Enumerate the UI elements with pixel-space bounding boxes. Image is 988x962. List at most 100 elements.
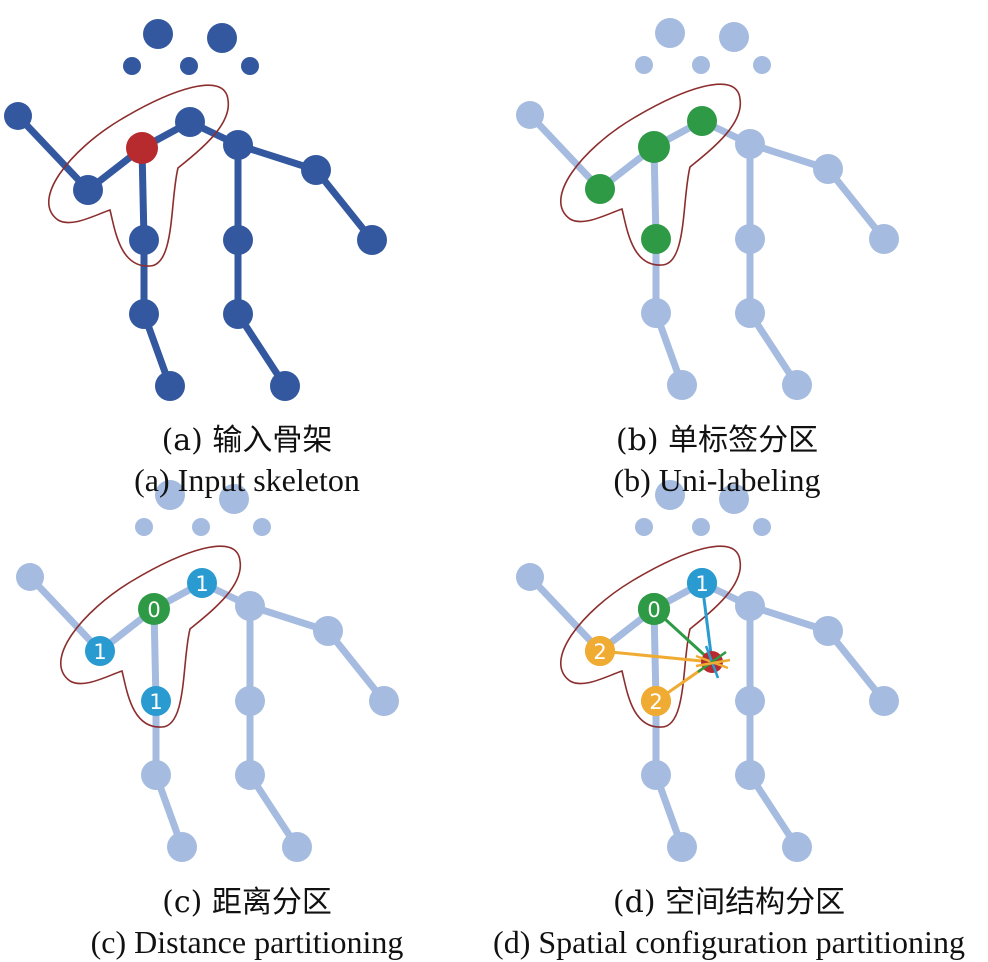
joint-spine <box>641 224 671 254</box>
joint-head2 <box>719 22 749 52</box>
joint-footR <box>270 371 300 401</box>
joint-lhand <box>516 101 544 129</box>
joint-label-spine: 1 <box>149 690 162 714</box>
joint-head2 <box>719 484 749 514</box>
joint-top-label-shoulder: 1 <box>695 572 708 596</box>
caption-d-zh: (d) 空间结构分区 <box>612 885 846 920</box>
joint-head5 <box>241 57 259 75</box>
joint-head4 <box>180 57 198 75</box>
joint-lhand <box>16 563 44 591</box>
joint-hipL <box>129 299 159 329</box>
joint-head1 <box>155 480 185 510</box>
joint-head3 <box>635 56 653 74</box>
joint-label-lelbow: 1 <box>93 640 106 664</box>
joint-top-shoulder <box>687 568 717 598</box>
caption-c-zh: (c) 距离分区 <box>162 885 332 920</box>
caption-a: (a) 输入骨架 (a) Input skeleton <box>0 426 494 498</box>
panel-d-spatial-configuration: 01220122 <box>516 480 899 862</box>
joint-shoulder <box>187 568 217 598</box>
joint-lhand <box>4 102 32 130</box>
bone-lhand-lelbow <box>14 112 92 194</box>
joint-head1 <box>655 480 685 510</box>
gravity-link-lelbow <box>599 649 713 664</box>
panel-b-uni-labeling <box>516 18 899 400</box>
caption-c-en: (c) Distance partitioning <box>90 924 404 960</box>
joint-footL <box>155 371 185 401</box>
bone-lhand-lelbow <box>526 573 604 655</box>
joint-relbow <box>813 616 843 646</box>
joint-head4 <box>692 56 710 74</box>
joint-head5 <box>753 518 771 536</box>
joint-lelbow <box>585 174 615 204</box>
joint-shoulder <box>687 106 717 136</box>
joint-lhand <box>516 563 544 591</box>
panel-a-input-skeleton <box>4 19 387 401</box>
joint-footL <box>667 370 697 400</box>
joint-torso2 <box>235 686 265 716</box>
neighborhood-outline <box>47 84 229 267</box>
joint-root <box>638 131 670 163</box>
joint-neck <box>223 130 253 160</box>
joint-head1 <box>143 19 173 49</box>
joint-root <box>138 593 170 625</box>
joint-head4 <box>192 518 210 536</box>
joint-footR <box>282 832 312 862</box>
joint-head2 <box>207 23 237 53</box>
joint-rhand <box>869 224 899 254</box>
joint-torso2 <box>223 225 253 255</box>
caption-a-en: (a) Input skeleton <box>134 462 360 498</box>
caption-d: (d) 空间结构分区 (d) Spatial configuration par… <box>470 885 988 960</box>
joint-top-label-root: 0 <box>647 598 660 622</box>
joint-relbow <box>301 155 331 185</box>
joint-hipR <box>735 298 765 328</box>
joint-head3 <box>123 57 141 75</box>
joint-footR <box>782 370 812 400</box>
gravity-ray-3 <box>695 658 731 668</box>
joint-top-root <box>638 593 670 625</box>
joint-hipR <box>235 760 265 790</box>
joint-hipL <box>641 760 671 790</box>
joint-hipR <box>223 299 253 329</box>
joint-rhand <box>869 686 899 716</box>
caption-b: (b) 单标签分区 (b) Uni-labeling <box>470 423 964 498</box>
joint-lelbow <box>73 175 103 205</box>
joint-label-shoulder: 1 <box>195 572 208 596</box>
caption-d-en: (d) Spatial configuration partitioning <box>493 924 965 960</box>
joint-hipL <box>641 298 671 328</box>
joint-hipL <box>141 760 171 790</box>
joint-footR <box>782 832 812 862</box>
joint-relbow <box>813 154 843 184</box>
joint-rhand <box>369 686 399 716</box>
bone-lhand-lelbow <box>26 573 104 655</box>
joint-head5 <box>253 518 271 536</box>
caption-c: (c) 距离分区 (c) Distance partitioning <box>0 885 494 960</box>
caption-b-en: (b) Uni-labeling <box>613 462 821 498</box>
joint-spine <box>129 225 159 255</box>
joint-neck <box>235 591 265 621</box>
neighborhood-outline <box>559 83 741 266</box>
joint-footL <box>167 832 197 862</box>
joint-head5 <box>753 56 771 74</box>
joint-lelbow <box>85 636 115 666</box>
joint-torso2 <box>735 224 765 254</box>
joint-neck <box>735 129 765 159</box>
joint-top-label-spine: 2 <box>649 690 662 714</box>
joint-top-lelbow <box>585 636 615 666</box>
neighborhood-outline <box>59 545 241 728</box>
joint-spine <box>141 686 171 716</box>
joint-hipR <box>735 760 765 790</box>
joint-head3 <box>635 518 653 536</box>
caption-b-zh: (b) 单标签分区 <box>615 423 819 458</box>
joint-head2 <box>219 484 249 514</box>
joint-root <box>126 132 158 164</box>
joint-footL <box>667 832 697 862</box>
joint-head3 <box>135 518 153 536</box>
joint-top-label-lelbow: 2 <box>593 640 606 664</box>
joint-head4 <box>692 518 710 536</box>
joint-head1 <box>655 18 685 48</box>
joint-torso2 <box>735 686 765 716</box>
joint-relbow <box>313 616 343 646</box>
joint-rhand <box>357 225 387 255</box>
